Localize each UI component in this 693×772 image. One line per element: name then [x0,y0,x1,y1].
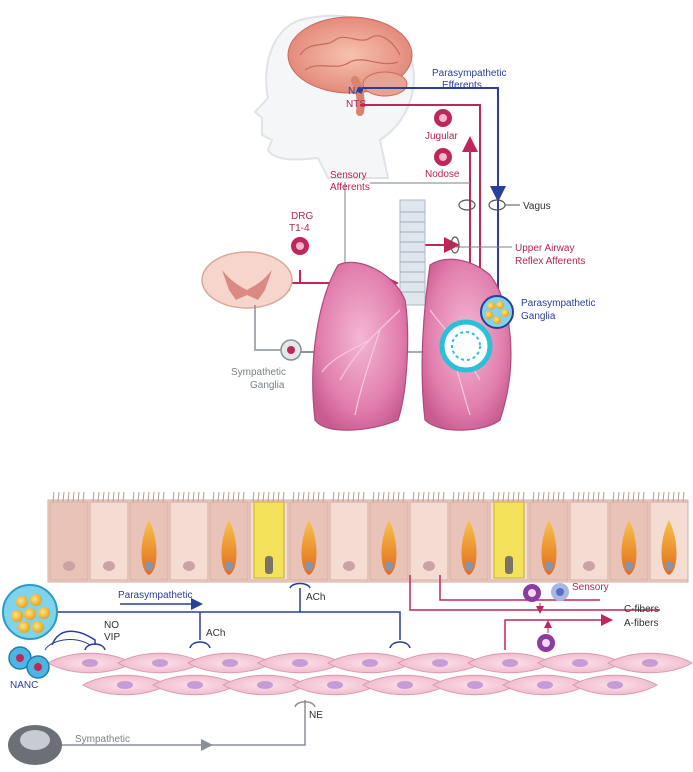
parasympathetic-efferents-label-2: Efferents [442,80,482,91]
smooth-muscle-nucleus [432,659,448,667]
smooth-muscle-nucleus [362,659,378,667]
ach-lower-label: ACh [206,628,225,639]
goblet-nucleus [545,561,553,571]
parasympathetic-ganglion-bottom [3,585,57,639]
airway-smooth-muscle [48,653,692,695]
epithelial-nucleus [183,561,195,571]
smooth-muscle-nucleus [572,659,588,667]
sensory-immune-cell-2 [551,583,569,601]
smooth-muscle-nucleus [642,659,658,667]
smooth-muscle-nucleus [222,659,238,667]
no-label: NO [104,620,119,631]
sympathetic-label: Sympathetic [75,734,130,745]
goblet-nucleus [665,561,673,571]
sympathetic-ganglion [281,340,301,360]
sensory-immune-cell-1 [523,584,541,602]
smooth-muscle-nucleus [467,681,483,689]
ach-upper-label: ACh [306,592,325,603]
nanc-neurons [9,647,49,678]
parasympathetic-label: Parasympathetic [118,590,192,601]
smooth-muscle-nucleus [607,681,623,689]
smooth-muscle-nucleus [292,659,308,667]
goblet-nucleus [465,561,473,571]
epithelial-nucleus [343,561,355,571]
smooth-muscle-nucleus [117,681,133,689]
nodose-label: Nodose [425,169,460,180]
smooth-muscle-nucleus [257,681,273,689]
nanc-nerve-bottom [45,631,105,650]
trachea [400,200,425,305]
sensory-immune-cell-3 [537,634,555,652]
smooth-muscle-nucleus [397,681,413,689]
spinal-cord-section [202,252,292,308]
goblet-nucleus [385,561,393,571]
upper-airway-label-1: Upper Airway [515,243,574,254]
nodose-ganglion [434,148,452,166]
parasympathetic-ganglia-label-1: Parasympathetic [521,298,595,309]
drg-ganglion [291,237,309,255]
sensory-a-fibers [505,620,610,650]
sensory-afferents-label-2: Afferents [330,182,370,193]
vagus-label: Vagus [523,201,551,212]
epithelial-nucleus [63,561,75,571]
sensory-label: Sensory [572,582,609,593]
right-lung [313,262,408,430]
c-fibers-label: C-fibers [624,604,659,615]
airway-cross-section [442,322,490,370]
secretory-nucleus [265,556,273,574]
epithelial-nucleus [583,561,595,571]
a-fibers-label: A-fibers [624,618,658,629]
smooth-muscle-nucleus [502,659,518,667]
smooth-muscle-nucleus [327,681,343,689]
smooth-muscle-nucleus [152,659,168,667]
secretory-nucleus [505,556,513,574]
upper-airway-label-2: Reflex Afferents [515,256,585,267]
goblet-nucleus [145,561,153,571]
goblet-nucleus [305,561,313,571]
parasympathetic-efferents-label-1: Parasympathetic [432,68,506,79]
drg-label-2: T1-4 [289,223,310,234]
smooth-muscle-nucleus [187,681,203,689]
vagus-nerve-rings [451,200,520,253]
smooth-muscle-nucleus [537,681,553,689]
na-label: NA [348,86,362,97]
jugular-label: Jugular [425,131,458,142]
sympathetic-ganglia-label-2: Ganglia [250,380,285,391]
drg-label-1: DRG [291,211,313,222]
ne-label: NE [309,710,323,721]
epithelial-nucleus [423,561,435,571]
nts-label: NTS [346,99,366,110]
sympathetic-ganglia-label-1: Sympathetic [231,367,286,378]
epithelial-nucleus [103,561,115,571]
jugular-ganglion [434,109,452,127]
nanc-label: NANC [10,680,38,691]
goblet-nucleus [225,561,233,571]
parasympathetic-ganglia-label-2: Ganglia [521,311,556,322]
sympathetic-neuron-bottom [8,725,62,765]
sensory-afferents-label-1: Sensory [330,170,367,181]
smooth-muscle-nucleus [82,659,98,667]
parasympathetic-ganglia-cluster [481,296,513,328]
goblet-nucleus [625,561,633,571]
vip-label: VIP [104,632,120,643]
